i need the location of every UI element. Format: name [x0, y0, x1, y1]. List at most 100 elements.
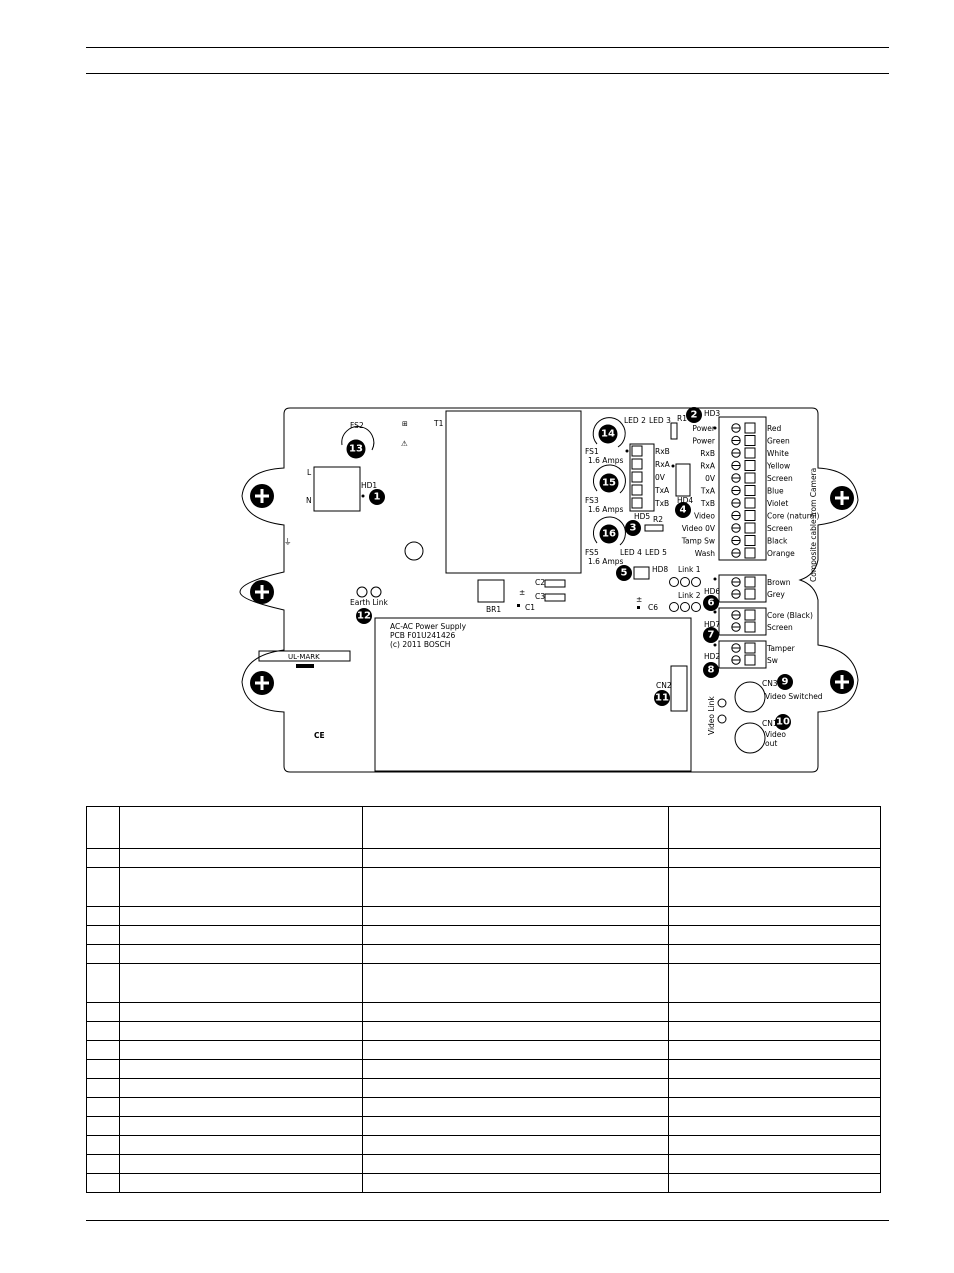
hd5-label: HD5: [634, 512, 650, 521]
polarity-symbol-icon: ±: [519, 588, 525, 597]
table-cell: [86, 867, 120, 907]
terminal-socket: [744, 535, 756, 546]
table-cell: [119, 806, 363, 849]
table-cell: [86, 1059, 120, 1079]
hd7-terminal-block: [718, 607, 767, 636]
c1-label: C1: [525, 603, 535, 612]
hd7_right-label: Screen: [767, 623, 793, 632]
composite-cable-label: Composite cable from Camera: [809, 468, 818, 582]
hd3-right-label: Screen: [767, 524, 793, 533]
table-row: [86, 1135, 881, 1155]
table-cell: [362, 848, 669, 868]
table-cell: [668, 1135, 881, 1155]
fs5-label: FS5: [585, 548, 599, 557]
table-row: [86, 867, 881, 907]
terminal-socket: [744, 435, 756, 446]
terminal-socket: [744, 497, 756, 509]
table-cell: [668, 925, 881, 945]
c3-label: C3: [535, 592, 545, 601]
svg-text:16: 16: [602, 529, 616, 540]
table-cell: [668, 1002, 881, 1022]
table-cell: [668, 1078, 881, 1098]
t1-transformer: [445, 410, 582, 574]
callout-1: 1: [369, 489, 385, 505]
ul-mark-box: [258, 650, 351, 662]
terminal-socket: [744, 485, 756, 496]
hd3-right-label: Yellow: [766, 462, 790, 471]
table-cell: [362, 925, 669, 945]
terminal-screw-icon: [731, 610, 741, 620]
terminal-socket: [744, 588, 756, 600]
earth-link-pin: [370, 586, 382, 598]
hd7_right-label: Core (Black): [767, 611, 813, 620]
footer-rule: [86, 1220, 889, 1221]
table-row: [86, 906, 881, 926]
table-cell: [119, 1078, 363, 1098]
hd3-left-label: TxB: [700, 499, 715, 508]
ground-symbol-icon: ⏚: [284, 537, 292, 546]
table-cell: [668, 1116, 881, 1136]
table-cell: [119, 1097, 363, 1117]
table-cell: [86, 925, 120, 945]
hd3-left-label: RxB: [700, 449, 715, 458]
table-cell: [362, 867, 669, 907]
c6-label: C6: [648, 603, 658, 612]
terminal-socket: [744, 642, 756, 654]
table-cell: [362, 944, 669, 964]
table-cell: [668, 1021, 881, 1041]
r2-resistor: [644, 524, 664, 532]
mounting-screw-icon: [250, 484, 274, 508]
cn3-label: CN3: [762, 679, 778, 688]
header-bottom-rule: [86, 73, 889, 74]
fs1-amps: 1.6 Amps: [588, 456, 624, 465]
table-cell: [86, 1173, 120, 1193]
table-cell: [86, 848, 120, 868]
pcb-line-3: (c) 2011 BOSCH: [390, 640, 450, 649]
terminal-screw-icon: [731, 510, 741, 521]
table-row: [86, 1097, 881, 1117]
svg-text:9: 9: [782, 677, 789, 688]
callout-4: 4: [675, 502, 691, 518]
mounting-screw-icon: [830, 670, 854, 694]
svg-text:11: 11: [655, 693, 669, 704]
hd5-pin-5: TxB: [654, 499, 669, 508]
svg-text:14: 14: [601, 429, 615, 440]
table-cell: [668, 1097, 881, 1117]
table-cell: [668, 1154, 881, 1174]
r1-resistor: [670, 422, 678, 440]
table-cell: [362, 906, 669, 926]
fuse-symbol-icon: ⊞: [402, 420, 408, 428]
hd8-connector: [633, 566, 650, 580]
fs5-amps: 1.6 Amps: [588, 557, 624, 566]
parts-table: [86, 806, 881, 1193]
mounting-hole: [404, 541, 424, 561]
table-row: [86, 1002, 881, 1022]
hd3-left-label: Power: [692, 424, 716, 433]
terminal-socket: [744, 621, 756, 633]
table-cell: [86, 1097, 120, 1117]
c1-pad: [517, 604, 520, 607]
polarity-symbol-icon: ±: [636, 595, 642, 604]
t1-label: T1: [433, 419, 444, 428]
hd3-right-label: Screen: [767, 474, 793, 483]
terminal-socket: [744, 472, 756, 484]
hd2-terminal-block: [718, 640, 767, 669]
terminal-socket: [744, 654, 756, 666]
terminal-socket: [744, 422, 756, 434]
table-row: [86, 1116, 881, 1136]
table-header-row: [86, 806, 881, 849]
hd6_right-label: Brown: [767, 578, 791, 587]
svg-text:5: 5: [621, 568, 628, 579]
table-cell: [668, 848, 881, 868]
table-cell: [362, 1002, 669, 1022]
table-cell: [362, 1116, 669, 1136]
table-cell: [119, 1135, 363, 1155]
callout-10: 10: [775, 714, 791, 730]
svg-text:13: 13: [349, 444, 363, 455]
board-outline: [239, 407, 859, 773]
table-cell: [668, 1040, 881, 1060]
table-cell: [668, 1059, 881, 1079]
table-cell: [119, 1154, 363, 1174]
hd3-right-label: Blue: [767, 487, 784, 496]
